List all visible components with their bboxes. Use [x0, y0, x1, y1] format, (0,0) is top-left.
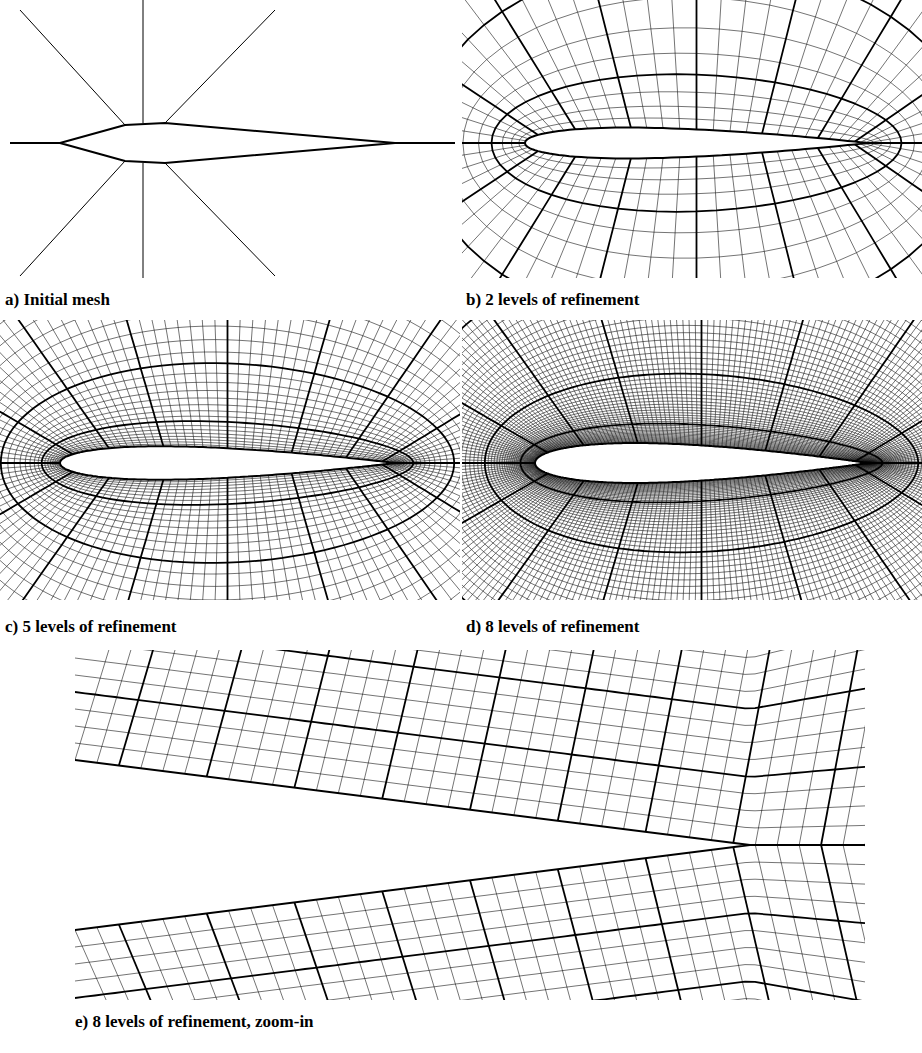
trailing-edge-zoom	[75, 650, 865, 1000]
panel-caption: a) Initial mesh	[5, 290, 110, 310]
panel-caption: d) 8 levels of refinement	[466, 617, 639, 637]
panel-caption: e) 8 levels of refinement, zoom-in	[75, 1012, 314, 1032]
refined-mesh	[462, 320, 922, 600]
refined-mesh	[0, 320, 460, 600]
panel-caption: b) 2 levels of refinement	[466, 290, 639, 310]
initial-mesh	[0, 0, 460, 278]
refined-mesh	[462, 0, 922, 278]
panel-caption: c) 5 levels of refinement	[5, 617, 177, 637]
